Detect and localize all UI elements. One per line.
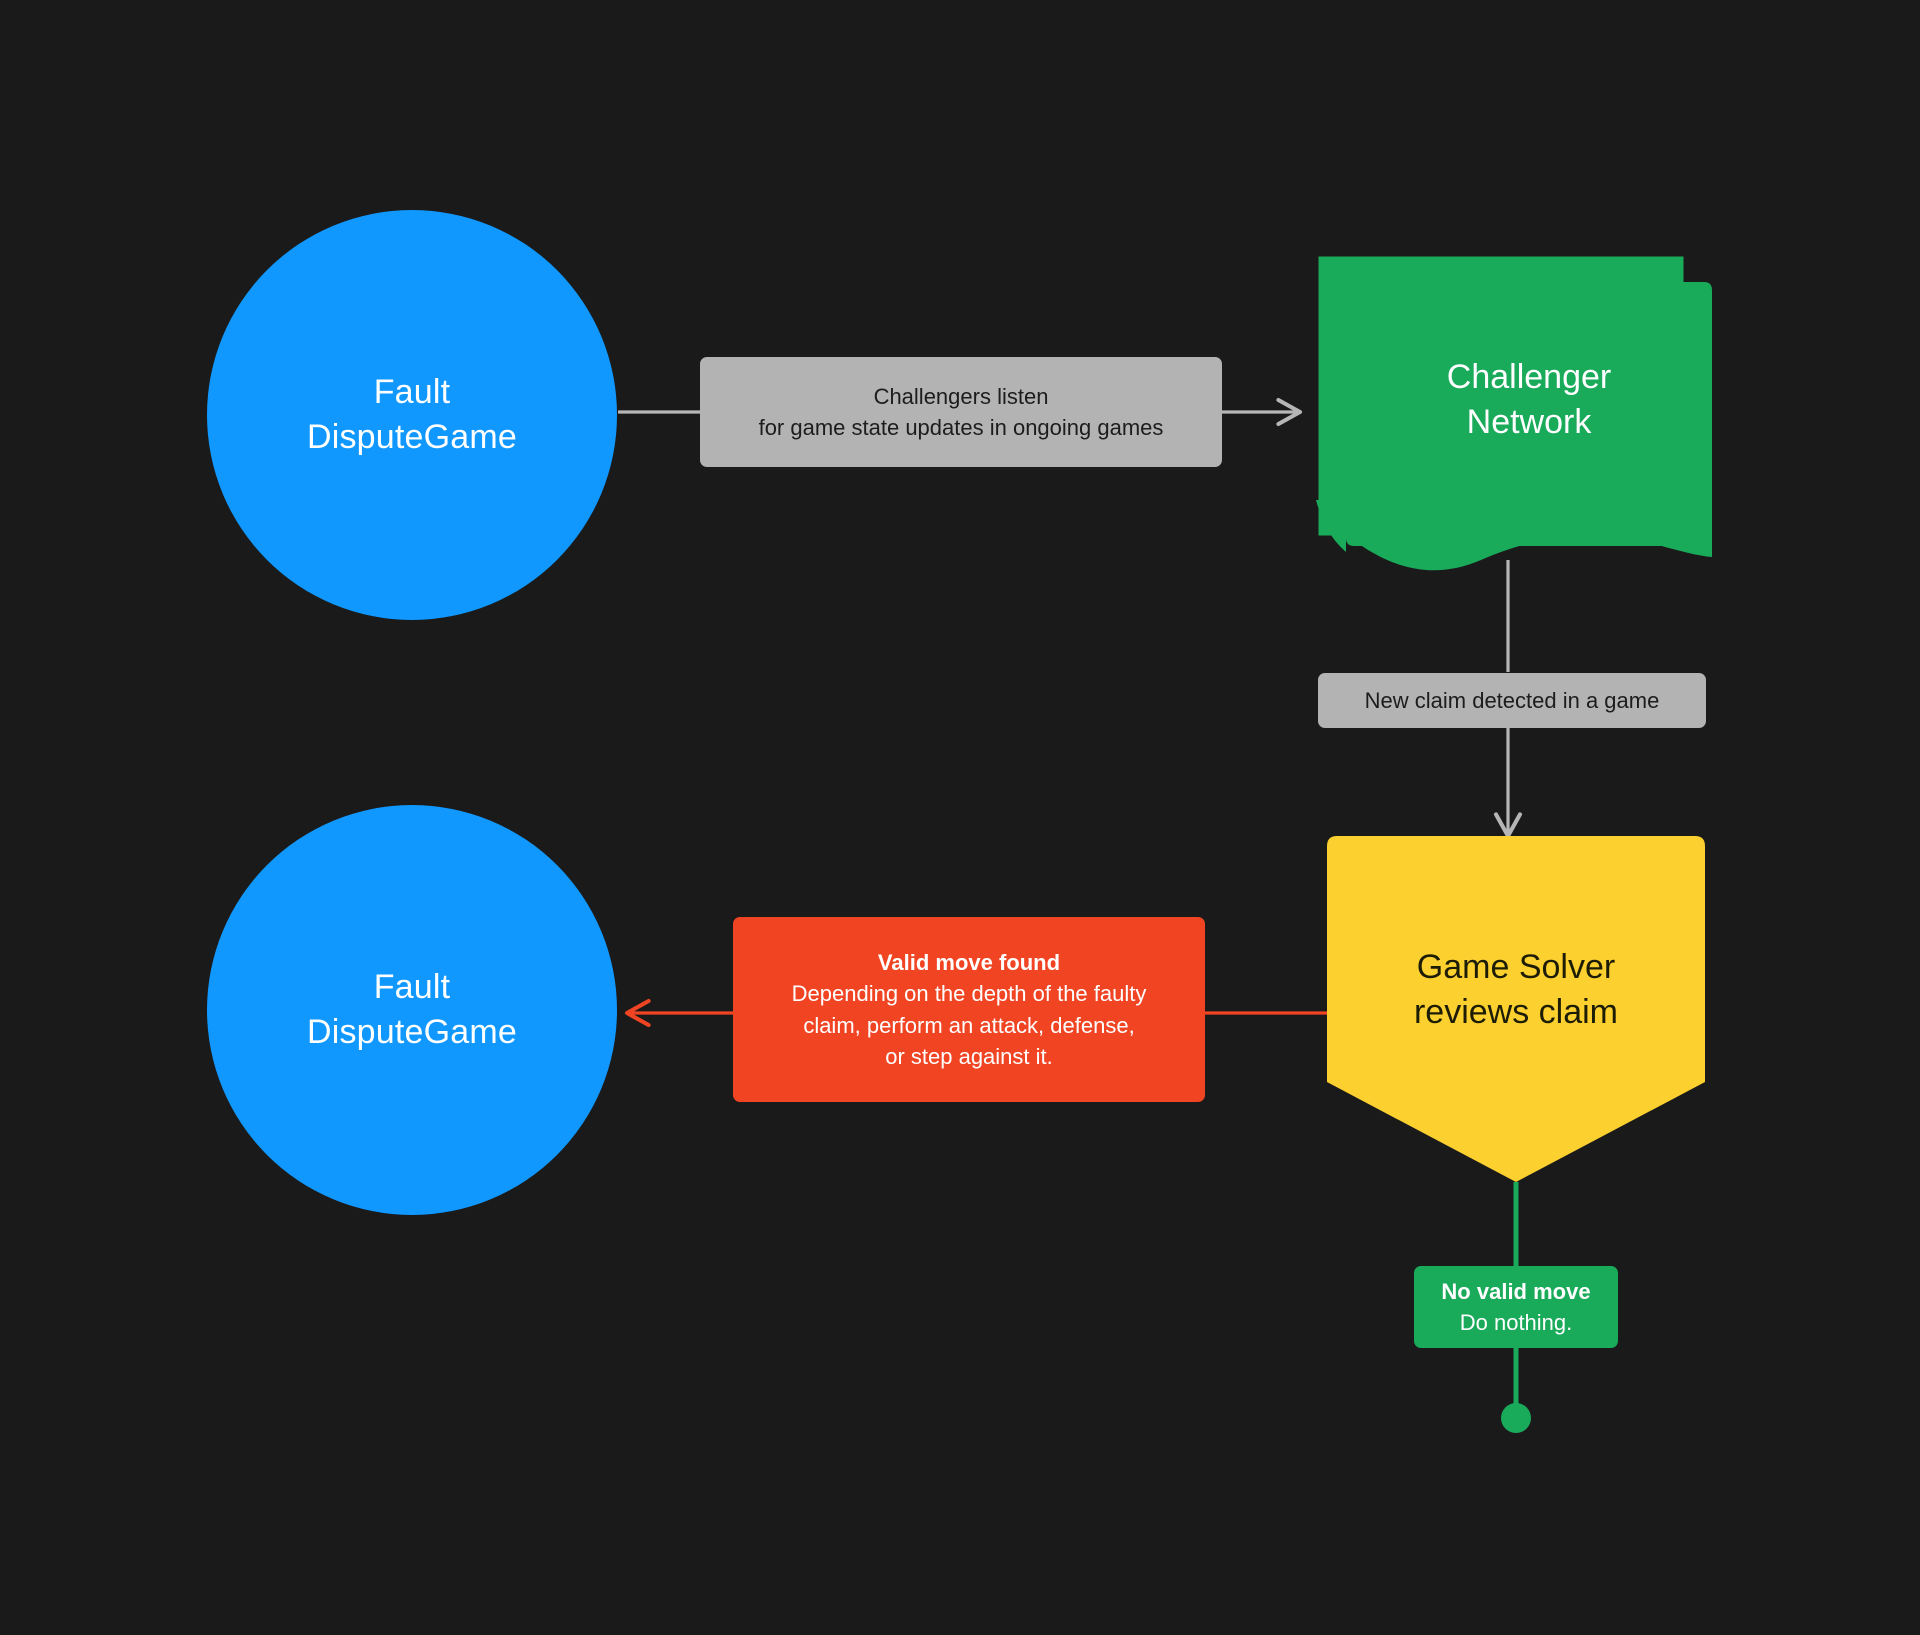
edge-listen-line2: for game state updates in ongoing games <box>758 415 1164 440</box>
node-challenger-network-back-wave <box>1316 500 1346 552</box>
edge-valid-move-line3: or step against it. <box>885 1043 1053 1069</box>
edge-label-new-claim: New claim detected in a game <box>1318 673 1706 728</box>
edge-new-claim-line1: New claim detected in a game <box>1364 687 1660 713</box>
edge-label-challengers-listen: Challengers listen for game state update… <box>700 357 1222 467</box>
edge-valid-move-line1: Depending on the depth of the faulty <box>791 981 1147 1007</box>
edge-valid-move-heading: Valid move found <box>877 950 1061 976</box>
node-fault-dispute-game-bottom[interactable] <box>207 805 617 1215</box>
edge-valid-move-line2: claim, perform an attack, defense, <box>803 1012 1135 1038</box>
edge-no-valid-move-line1: Do nothing. <box>1459 1310 1573 1335</box>
edge-no-valid-move-heading: No valid move <box>1441 1278 1591 1304</box>
node-fault-dispute-game-top[interactable] <box>207 210 617 620</box>
node-challenger-network-wave <box>1333 500 1712 571</box>
edge-listen-line1: Challengers listen <box>873 383 1049 409</box>
node-end-dot <box>1501 1403 1531 1433</box>
edge-label-no-valid-move: No valid move Do nothing. <box>1414 1266 1618 1348</box>
node-game-solver[interactable] <box>1327 836 1705 1182</box>
edge-label-valid-move: Valid move found Depending on the depth … <box>733 917 1205 1102</box>
node-challenger-network[interactable] <box>1346 282 1712 546</box>
